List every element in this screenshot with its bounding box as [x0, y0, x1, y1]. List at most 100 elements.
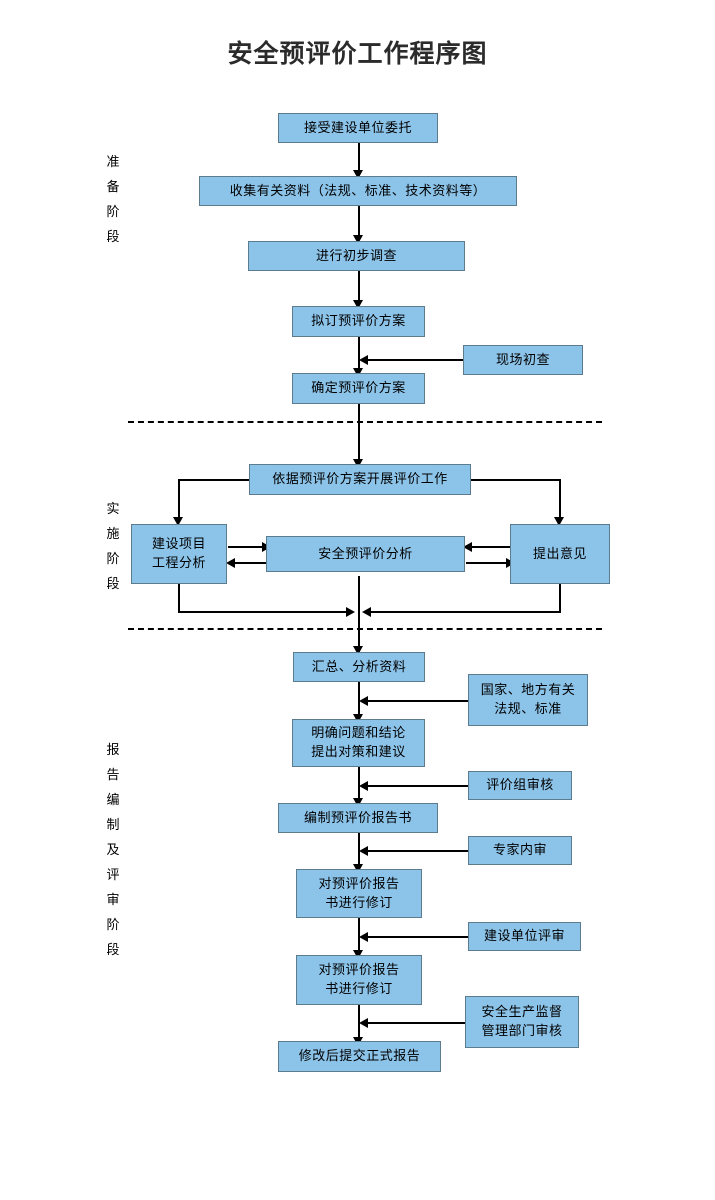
- node-revise-report-1[interactable]: 对预评价报告 书进行修订: [296, 869, 422, 918]
- node-raise-opinions[interactable]: 提出意见: [510, 524, 610, 584]
- stage-char: 实: [106, 502, 120, 517]
- arrowhead-left: [362, 607, 371, 617]
- node-line: 进行初步调查: [315, 248, 397, 264]
- arrowhead-down: [353, 714, 363, 723]
- node-line: 国家、地方有关: [480, 683, 576, 698]
- node-clarify-issues[interactable]: 明确问题和结论 提出对策和建议: [292, 719, 425, 767]
- connector-carryout-to-left-branch: [178, 479, 250, 481]
- arrowhead-down: [554, 517, 564, 526]
- node-line: 专家内审: [492, 843, 547, 858]
- node-draft-plan[interactable]: 拟订预评价方案: [292, 306, 425, 337]
- node-expert-internal-review[interactable]: 专家内审: [468, 836, 572, 865]
- node-carry-out-work[interactable]: 依据预评价方案开展评价工作: [249, 464, 471, 495]
- node-line: 修改后提交正式报告: [298, 1049, 421, 1064]
- node-confirm-plan[interactable]: 确定预评价方案: [292, 373, 425, 404]
- node-line: 编制预评价报告书: [303, 810, 412, 826]
- stage-char: 告: [106, 768, 120, 783]
- arrowhead-down: [353, 368, 363, 377]
- node-line: 建设项目: [151, 537, 206, 552]
- node-line: 汇总、分析资料: [311, 659, 407, 675]
- node-line: 明确问题和结论: [311, 726, 406, 741]
- node-line: 对预评价报告: [318, 963, 400, 978]
- node-line: 收集有关资料（法规、标准、技术资料等）: [229, 183, 487, 199]
- stage-char: 准: [106, 155, 120, 170]
- node-national-local-regulations[interactable]: 国家、地方有关 法规、标准: [468, 674, 588, 726]
- connector-carryout-to-right-branch: [471, 479, 561, 481]
- node-construction-unit-review[interactable]: 建设单位评审: [468, 922, 581, 951]
- arrowhead-left: [359, 932, 368, 942]
- arrowhead-left: [359, 1018, 368, 1028]
- connector-supervision-review-to-flow: [368, 1022, 468, 1024]
- node-revise-report-2[interactable]: 对预评价报告 书进行修订: [296, 955, 422, 1005]
- node-project-engineering-analysis[interactable]: 建设项目 工程分析: [131, 524, 227, 584]
- arrowhead-left: [359, 846, 368, 856]
- node-line: 拟订预评价方案: [311, 314, 406, 329]
- connector-unit-review-to-flow: [368, 936, 468, 938]
- arrowhead-down: [353, 459, 363, 468]
- node-submit-final-report[interactable]: 修改后提交正式报告: [278, 1041, 441, 1072]
- arrowhead-left: [359, 696, 368, 706]
- arrowhead-left: [463, 542, 472, 552]
- arrowhead-down: [353, 646, 363, 655]
- stage-char: 制: [106, 818, 120, 833]
- node-collect-materials[interactable]: 收集有关资料（法规、标准、技术资料等）: [199, 176, 517, 206]
- node-safety-supervision-review[interactable]: 安全生产监督 管理部门审核: [465, 996, 579, 1048]
- node-line: 安全预评价分析: [318, 546, 413, 562]
- node-accept-commission[interactable]: 接受建设单位委托: [278, 113, 438, 143]
- connector-right-branch-down: [559, 479, 561, 521]
- stage-char: 段: [106, 577, 120, 592]
- connector-draft-to-confirm: [358, 336, 360, 372]
- node-summarize-analyze[interactable]: 汇总、分析资料: [293, 652, 425, 682]
- node-line: 确定预评价方案: [311, 381, 406, 396]
- node-preliminary-survey[interactable]: 进行初步调查: [248, 241, 465, 271]
- arrowhead-right: [346, 607, 355, 617]
- arrowhead-left: [359, 781, 368, 791]
- stage-char: 审: [106, 893, 120, 908]
- arrowhead-left: [226, 558, 235, 568]
- stage-label-reporting: 报 告 编 制 及 评 审 阶 段: [100, 738, 126, 963]
- node-line: 安全生产监督: [481, 1005, 563, 1020]
- node-assessment-group-review[interactable]: 评价组审核: [468, 771, 572, 800]
- node-line: 提出对策和建议: [311, 745, 406, 760]
- stage-char: 编: [106, 793, 120, 808]
- connector-project-down: [178, 583, 180, 613]
- node-line: 书进行修订: [325, 982, 393, 997]
- stage-label-preparation: 准 备 阶 段: [100, 150, 126, 250]
- node-site-inspection[interactable]: 现场初查: [463, 345, 583, 375]
- node-line: 现场初查: [495, 352, 550, 368]
- connector-regulations-to-flow: [368, 700, 468, 702]
- connector-survey-to-draft: [358, 270, 360, 302]
- arrowhead-down: [353, 864, 363, 873]
- stage-char: 阶: [106, 918, 120, 933]
- connector-safety-to-project: [228, 562, 266, 564]
- stage-char: 阶: [106, 205, 120, 220]
- stage-char: 及: [106, 843, 120, 858]
- node-safety-preassessment-analysis[interactable]: 安全预评价分析: [266, 536, 465, 572]
- connector-opinions-to-safety: [466, 546, 510, 548]
- connector-safety-to-opinions: [466, 562, 510, 564]
- connector-left-branch-down: [178, 479, 180, 521]
- node-line: 工程分析: [151, 556, 206, 571]
- node-line: 建设单位评审: [483, 929, 565, 944]
- node-line: 对预评价报告: [318, 876, 400, 892]
- node-line: 接受建设单位委托: [303, 120, 412, 136]
- node-line: 管理部门审核: [481, 1024, 563, 1039]
- connector-expert-review-to-flow: [368, 850, 468, 852]
- node-line: 法规、标准: [494, 702, 562, 717]
- stage-char: 阶: [106, 552, 120, 567]
- node-compile-report[interactable]: 编制预评价报告书: [278, 803, 438, 833]
- node-line: 评价组审核: [486, 778, 554, 793]
- connector-project-to-safety: [228, 546, 266, 548]
- stage-char: 备: [106, 180, 120, 195]
- node-line: 提出意见: [532, 546, 587, 562]
- connector-opinions-down: [559, 583, 561, 613]
- node-line: 依据预评价方案开展评价工作: [272, 472, 448, 487]
- connector-group-review-to-flow: [368, 785, 468, 787]
- connector-site-inspection-to-flow: [368, 359, 463, 361]
- node-line: 书进行修订: [325, 895, 393, 911]
- arrowhead-down: [353, 235, 363, 244]
- stage-char: 段: [106, 943, 120, 958]
- connector-project-to-center: [178, 611, 350, 613]
- arrowhead-down: [353, 170, 363, 179]
